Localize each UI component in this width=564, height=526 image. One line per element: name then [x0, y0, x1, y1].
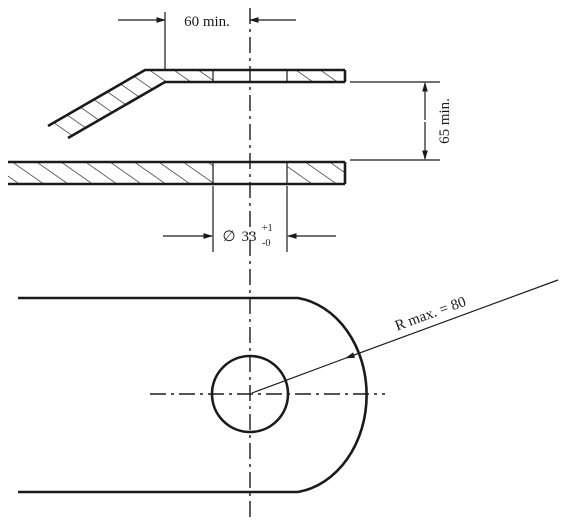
- plan-plate-outline: [18, 296, 368, 494]
- dim-65-label: 65 min.: [437, 98, 453, 144]
- lower-plate-hatch-right: [287, 162, 345, 184]
- dim-hole-symbol: ∅: [222, 229, 235, 245]
- upper-plate-outline-bottom: [67, 80, 345, 140]
- lower-plate: [8, 160, 347, 186]
- radius-leader-line: [251, 357, 347, 394]
- radius-leader-arrow: [345, 279, 559, 359]
- dimension-60-min: 60 min.: [118, 12, 296, 70]
- dimension-hole-diameter: ∅ 33 +1 -0: [163, 186, 336, 252]
- dim-60-label: 60 min.: [184, 14, 230, 30]
- dimension-65-min: 65 min.: [350, 81, 453, 161]
- dim-hole-tolerance-lower: -0: [262, 238, 270, 249]
- upper-plate-hatch-right: [287, 70, 345, 82]
- upper-plate: [47, 68, 347, 140]
- dim-hole-tolerance-upper: +1: [262, 223, 273, 234]
- dim-hole-value: 33: [242, 229, 257, 245]
- upper-plate-hatch-bend: [48, 70, 165, 138]
- upper-plate-outline-top: [47, 68, 345, 128]
- lower-plate-hatch-left: [8, 162, 213, 184]
- radius-label: R max. = 80: [393, 294, 468, 334]
- plan-view-plate: [18, 296, 385, 494]
- upper-plate-hatch-left: [165, 70, 213, 82]
